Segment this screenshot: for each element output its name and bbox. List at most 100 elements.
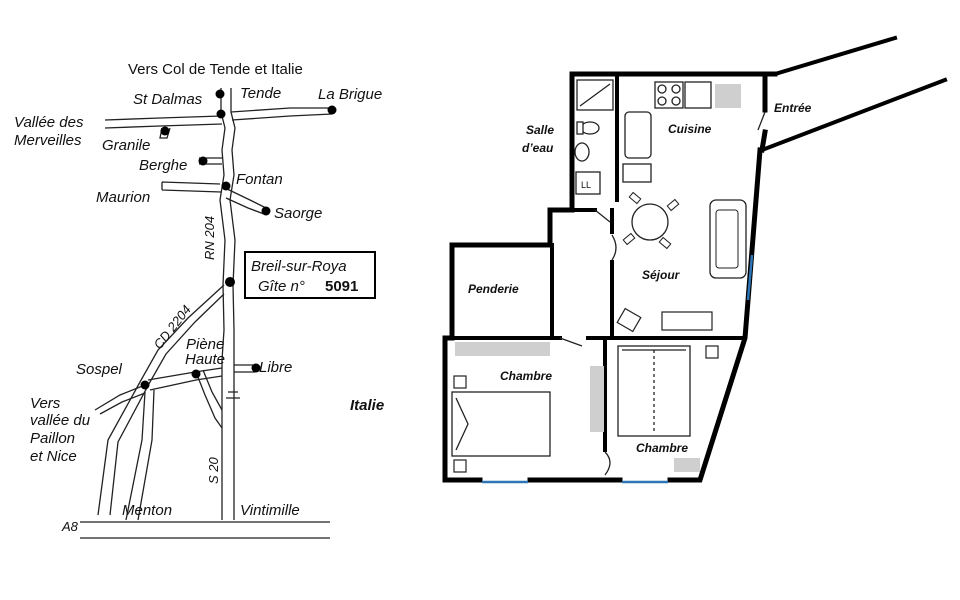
town-dot-berghe: [198, 156, 208, 166]
road-maurion: [161, 181, 222, 193]
gite-number: 5091: [325, 278, 358, 295]
road-main-edge: [229, 88, 236, 520]
label-nice-line4: et Nice: [30, 448, 77, 465]
label-road-a8: A8: [61, 519, 79, 534]
road-saorge: [224, 187, 267, 215]
hob: [654, 81, 684, 109]
shower-corner: [579, 83, 611, 107]
road-menton: [125, 389, 155, 521]
label-maurion: Maurion: [96, 189, 150, 206]
room-label-salle-line1: Salle: [526, 123, 554, 137]
door-entree: [757, 111, 766, 131]
nightstand-2: [705, 345, 719, 359]
label-st-dalmas: St Dalmas: [133, 91, 203, 108]
label-italie: Italie: [350, 397, 384, 414]
door-sejour: [611, 234, 617, 261]
room-label-chambre1: Chambre: [500, 369, 552, 383]
outer-walls: [442, 71, 778, 483]
door-chambre1-side: [604, 451, 611, 476]
hob-burner-4: [671, 96, 681, 106]
door-chambre1: [559, 337, 583, 347]
bed-1-pillow: [455, 397, 469, 451]
label-menton: Menton: [122, 502, 172, 519]
entrance-corridor: [759, 35, 948, 153]
wardrobe-grey-2: [590, 366, 604, 432]
gite-name: Breil-sur-Roya: [251, 258, 347, 275]
label-fontan: Fontan: [236, 171, 283, 188]
door-salle: [594, 209, 611, 223]
fridge-grey: [715, 84, 741, 108]
chair-4: [658, 236, 672, 250]
sofa-seat: [715, 209, 739, 269]
label-road-s20: S 20: [206, 456, 221, 484]
label-vallee-line2: Merveilles: [14, 132, 82, 149]
hob-burner-3: [657, 96, 667, 106]
oven: [684, 81, 712, 109]
washer-label: LL: [581, 180, 591, 190]
sink: [574, 142, 590, 162]
room-label-salle-line2: d’eau: [522, 141, 554, 155]
room-label-entree: Entrée: [774, 101, 812, 115]
label-granile: Granile: [102, 137, 150, 154]
wardrobe-grey-3: [674, 458, 700, 472]
road-libre: [234, 364, 255, 373]
shower: [576, 79, 614, 111]
kitchen-sink: [624, 111, 652, 159]
kitchen-unit: [622, 163, 652, 183]
label-libre: Libre: [259, 359, 292, 376]
road-cd2204: [97, 284, 225, 516]
chair-2: [666, 198, 680, 212]
road-merveilles-edge: [104, 123, 223, 129]
label-berghe: Berghe: [139, 157, 187, 174]
armchair: [616, 307, 642, 333]
road-merveilles: [104, 115, 222, 121]
town-dot-tende: [216, 109, 226, 119]
label-vintimille: Vintimille: [240, 502, 300, 519]
label-la-brigue: La Brigue: [318, 86, 382, 103]
town-dot-fontan: [221, 181, 231, 191]
wardrobe-grey-1: [455, 342, 550, 356]
nightstand-1a: [453, 375, 467, 389]
town-dot-granile: [160, 126, 170, 136]
tv-unit: [661, 311, 713, 331]
chair-3: [622, 232, 636, 246]
road-nice: [94, 384, 146, 411]
room-label-chambre2: Chambre: [636, 441, 688, 455]
label-sospel: Sospel: [76, 361, 123, 378]
town-dot-st-dalmas: [215, 89, 225, 99]
gite-number-prefix: Gîte n°: [258, 278, 305, 295]
label-piene-line1: Piène: [186, 336, 224, 353]
road-main: [219, 88, 226, 520]
town-dot-sospel: [140, 380, 150, 390]
bed-1: [451, 391, 551, 457]
label-nice-line3: Paillon: [30, 430, 75, 447]
room-label-cuisine: Cuisine: [668, 122, 712, 136]
town-dot-saorge: [261, 206, 271, 216]
label-nice-line2: vallée du: [30, 412, 91, 429]
toilet-tank: [576, 121, 584, 135]
room-label-sejour: Séjour: [642, 268, 681, 282]
road-cd2204-edge: [109, 293, 225, 516]
road-la-brigue: [230, 107, 332, 113]
chair-1: [628, 191, 642, 205]
label-nice-line1: Vers: [30, 395, 61, 412]
dining-table: [631, 203, 669, 241]
border-mark: [226, 391, 240, 399]
washer: [575, 171, 601, 195]
hob-burner-1: [657, 84, 667, 94]
town-dot-la-brigue: [327, 105, 337, 115]
label-piene-line2: Haute: [185, 351, 225, 368]
road-sospel-piene: [147, 367, 223, 391]
road-la-brigue-edge: [231, 113, 333, 121]
toilet: [580, 121, 600, 135]
hob-burner-2: [671, 84, 681, 94]
road-nice-edge: [99, 392, 146, 415]
label-saorge: Saorge: [274, 205, 322, 222]
label-tende: Tende: [240, 85, 281, 102]
room-label-penderie: Penderie: [468, 282, 519, 296]
bed-2: [617, 345, 691, 437]
label-vallee-line1: Vallée des: [14, 114, 84, 131]
window-sejour: [746, 254, 754, 301]
label-north-direction: Vers Col de Tende et Italie: [128, 61, 303, 78]
town-dot-libre: [251, 363, 261, 373]
